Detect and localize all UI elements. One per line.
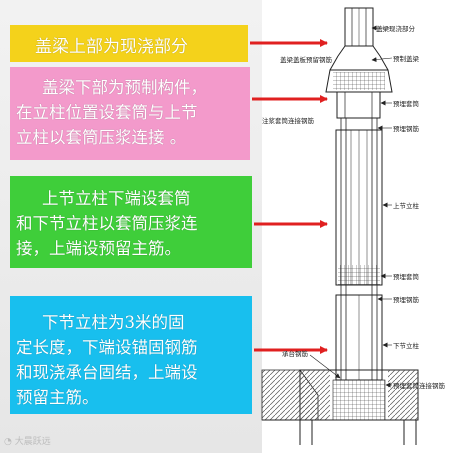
- lower-column: [335, 285, 383, 381]
- cast-cap-block: [337, 7, 381, 57]
- note-cast-cap-top: 盖梁上部为现浇部分: [10, 25, 248, 62]
- note-line: 立柱以套筒压浆连接 。: [16, 128, 187, 147]
- label-preset-rebar-1: 预埋钢筋: [393, 124, 420, 133]
- label-lower-column: 下节立柱: [393, 341, 420, 350]
- label-precast-cap: 预制盖梁: [393, 54, 420, 63]
- note-lower-column: 下节立柱为3米的固 定长度，下端设锚固钢筋 和现浇承台固结，上端设 预留主筋。: [10, 296, 252, 414]
- label-preset-sleeve-2: 预埋套筒: [393, 272, 420, 281]
- upper-column: [335, 118, 383, 286]
- label-precast-cap-preset: 盖梁盖板预留钢筋: [280, 55, 333, 64]
- note-line: 和下节立柱以套筒压浆连: [16, 214, 198, 233]
- note-line: 上节立柱下端设套筒: [42, 189, 191, 208]
- label-preset-rebar-2: 预埋钢筋: [393, 295, 420, 304]
- note-line: 盖梁上部为现浇部分: [35, 37, 188, 57]
- precast-cap-block: [325, 55, 393, 119]
- label-upper-column: 上节立柱: [393, 201, 420, 210]
- note-line: 预留主筋。: [16, 388, 99, 407]
- note-line: 和现浇承台固结，上端设: [16, 363, 198, 382]
- note-precast-cap-bottom: 盖梁下部为预制构件， 在立柱位置设套筒与上节 立柱以套筒压浆连接 。: [10, 67, 250, 160]
- watermark: ◔ 大晨跃远: [4, 434, 51, 447]
- note-line: 盖梁下部为预制构件，: [42, 78, 207, 97]
- note-line: 在立柱位置设套筒与上节: [16, 103, 198, 122]
- note-line: 接，上端设预留主筋。: [16, 239, 181, 258]
- label-sleeve-rebar: 注浆套筒连接钢筋: [262, 116, 315, 125]
- watermark-icon: ◔: [4, 437, 12, 447]
- leader-lines: [309, 25, 393, 388]
- note-upper-column: 上节立柱下端设套筒 和下节立柱以套筒压浆连 接，上端设预留主筋。: [10, 176, 252, 268]
- pile-cap-foundation: [261, 369, 419, 445]
- watermark-text: 大晨跃远: [14, 437, 51, 447]
- label-anchor-rebar: 预埋套筒连接钢筋: [393, 381, 446, 390]
- note-line: 下节立柱为3米的固: [42, 313, 185, 332]
- note-line: 定长度，下端设锚固钢筋: [16, 338, 198, 357]
- label-cap-rebar: 承台钢筋: [282, 349, 309, 358]
- label-preset-sleeve: 预埋套筒: [393, 99, 420, 108]
- label-cast-cap: 盖梁现浇部分: [376, 24, 416, 33]
